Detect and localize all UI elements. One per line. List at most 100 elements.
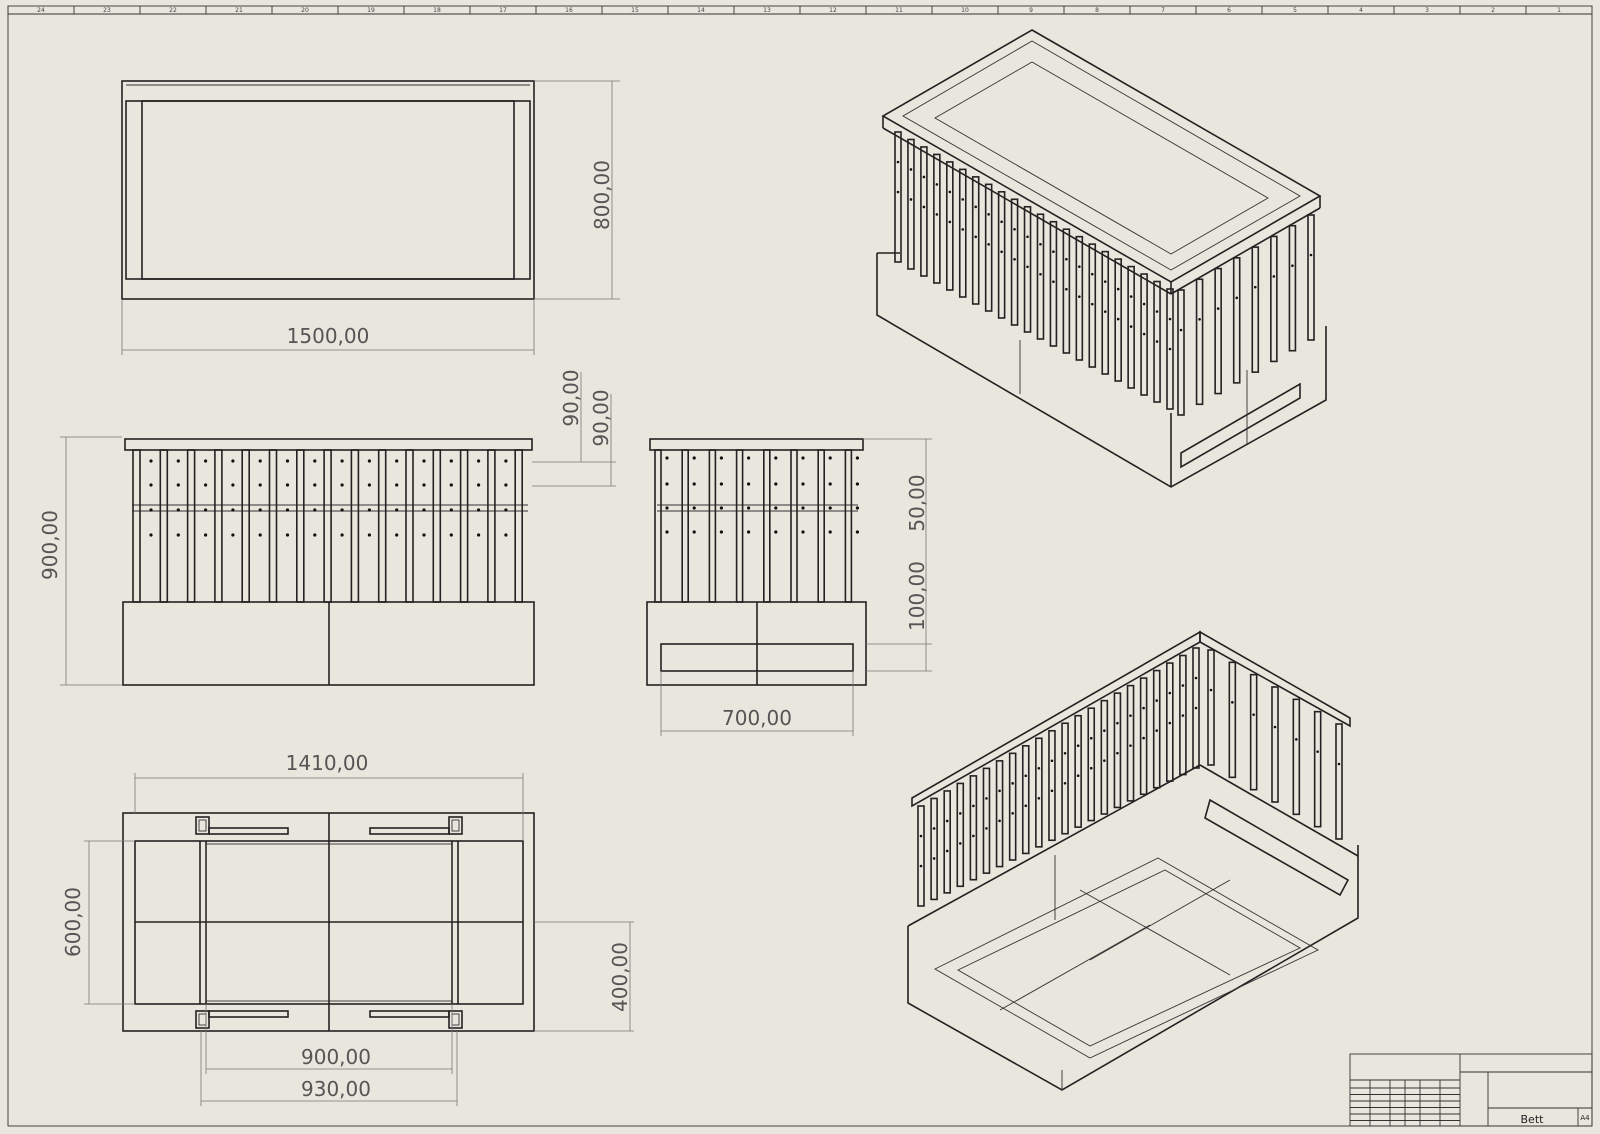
screw-hole bbox=[395, 508, 399, 512]
screw-hole bbox=[985, 797, 988, 800]
screw-hole bbox=[149, 508, 153, 512]
slat bbox=[323, 449, 332, 603]
slat bbox=[350, 449, 360, 603]
screw-hole bbox=[422, 508, 426, 512]
slat bbox=[997, 191, 1006, 319]
screw-hole bbox=[285, 483, 290, 487]
slat bbox=[917, 805, 925, 907]
screw-hole bbox=[1235, 296, 1239, 300]
screw-hole bbox=[1089, 736, 1093, 740]
screw-hole bbox=[1000, 220, 1003, 224]
screw-hole bbox=[1116, 721, 1119, 725]
screw-hole bbox=[176, 533, 180, 537]
dim-rail-1: 90,00 bbox=[559, 369, 583, 426]
screw-hole bbox=[1116, 751, 1119, 755]
slat bbox=[1166, 662, 1174, 782]
slat bbox=[969, 775, 978, 881]
side-view: 50,00 100,00 700,00 bbox=[646, 438, 932, 736]
zone-label: 1 bbox=[1557, 7, 1561, 14]
screw-hole bbox=[747, 530, 751, 534]
screw-hole bbox=[1142, 332, 1146, 336]
screw-hole bbox=[1129, 714, 1132, 717]
zone-label: 14 bbox=[697, 7, 705, 14]
slat bbox=[1166, 288, 1174, 410]
screw-hole bbox=[1039, 272, 1042, 276]
screw-hole bbox=[1129, 325, 1133, 328]
screw-hole bbox=[948, 190, 952, 194]
screw-hole bbox=[313, 533, 317, 537]
zone-label: 12 bbox=[829, 7, 837, 14]
iso-top-slats bbox=[894, 131, 1315, 416]
slat bbox=[1126, 684, 1135, 802]
slat bbox=[946, 161, 954, 291]
screw-hole bbox=[367, 459, 371, 463]
screw-hole bbox=[1253, 285, 1257, 289]
bottom-view: 1410,00 600,00 400,00 900,00 930,00 bbox=[61, 751, 634, 1106]
slat bbox=[159, 449, 169, 603]
dim-bottom-600: 600,00 bbox=[61, 887, 85, 957]
slat bbox=[1140, 273, 1148, 396]
screw-hole bbox=[1198, 317, 1201, 321]
zone-label: 6 bbox=[1227, 7, 1231, 14]
screw-hole bbox=[692, 506, 696, 510]
slat bbox=[1307, 214, 1315, 341]
screw-hole bbox=[692, 456, 696, 460]
screw-hole bbox=[958, 812, 962, 815]
screw-hole bbox=[1155, 340, 1159, 343]
screw-hole bbox=[987, 243, 990, 246]
slat bbox=[1195, 278, 1204, 406]
dim-bottom-1410: 1410,00 bbox=[286, 751, 369, 775]
screw-hole bbox=[422, 459, 426, 463]
sheet-size: A4 bbox=[1580, 1114, 1590, 1122]
screw-hole bbox=[1090, 272, 1094, 276]
dim-side-100: 100,00 bbox=[905, 561, 929, 631]
zone-label: 9 bbox=[1029, 7, 1033, 14]
screw-hole bbox=[313, 459, 317, 463]
screw-hole bbox=[855, 530, 860, 534]
screw-hole bbox=[1273, 725, 1277, 729]
slat bbox=[377, 449, 387, 603]
screw-hole bbox=[922, 175, 926, 179]
screw-hole bbox=[801, 506, 805, 510]
zone-label: 19 bbox=[367, 7, 375, 14]
screw-hole bbox=[1103, 759, 1106, 762]
slat bbox=[487, 449, 496, 603]
screw-hole bbox=[985, 827, 988, 830]
screw-hole bbox=[1013, 227, 1016, 231]
screw-hole bbox=[1103, 280, 1107, 283]
screw-hole bbox=[1063, 751, 1067, 755]
dim-bottom-900: 900,00 bbox=[301, 1045, 371, 1069]
screw-hole bbox=[231, 459, 235, 463]
screw-hole bbox=[1194, 706, 1198, 710]
screw-hole bbox=[919, 834, 923, 838]
slat bbox=[1010, 198, 1019, 326]
screw-hole bbox=[665, 506, 669, 510]
screw-hole bbox=[367, 508, 371, 512]
screw-hole bbox=[1116, 287, 1120, 291]
screw-hole bbox=[1129, 744, 1132, 747]
slat bbox=[1087, 707, 1096, 822]
zone-label: 8 bbox=[1095, 7, 1099, 14]
screw-hole bbox=[972, 804, 975, 808]
slat bbox=[894, 131, 902, 263]
dim-bottom-930: 930,00 bbox=[301, 1077, 371, 1101]
screw-hole bbox=[1155, 729, 1159, 732]
sheet-frame bbox=[7, 5, 1593, 1127]
screw-hole bbox=[935, 213, 939, 216]
screw-hole bbox=[961, 198, 965, 201]
dim-rail-2: 90,00 bbox=[589, 389, 613, 446]
slat bbox=[1313, 710, 1322, 828]
screw-hole bbox=[1050, 759, 1054, 763]
screw-hole bbox=[1011, 782, 1014, 785]
screw-hole bbox=[1076, 744, 1080, 748]
zone-label: 2 bbox=[1491, 7, 1495, 14]
zone-label: 7 bbox=[1161, 7, 1165, 14]
slat bbox=[844, 449, 853, 603]
screw-hole bbox=[998, 819, 1001, 823]
screw-hole bbox=[1024, 804, 1028, 808]
screw-hole bbox=[504, 533, 508, 537]
slat bbox=[1021, 745, 1030, 855]
slat bbox=[708, 449, 717, 603]
slat bbox=[1207, 649, 1215, 766]
